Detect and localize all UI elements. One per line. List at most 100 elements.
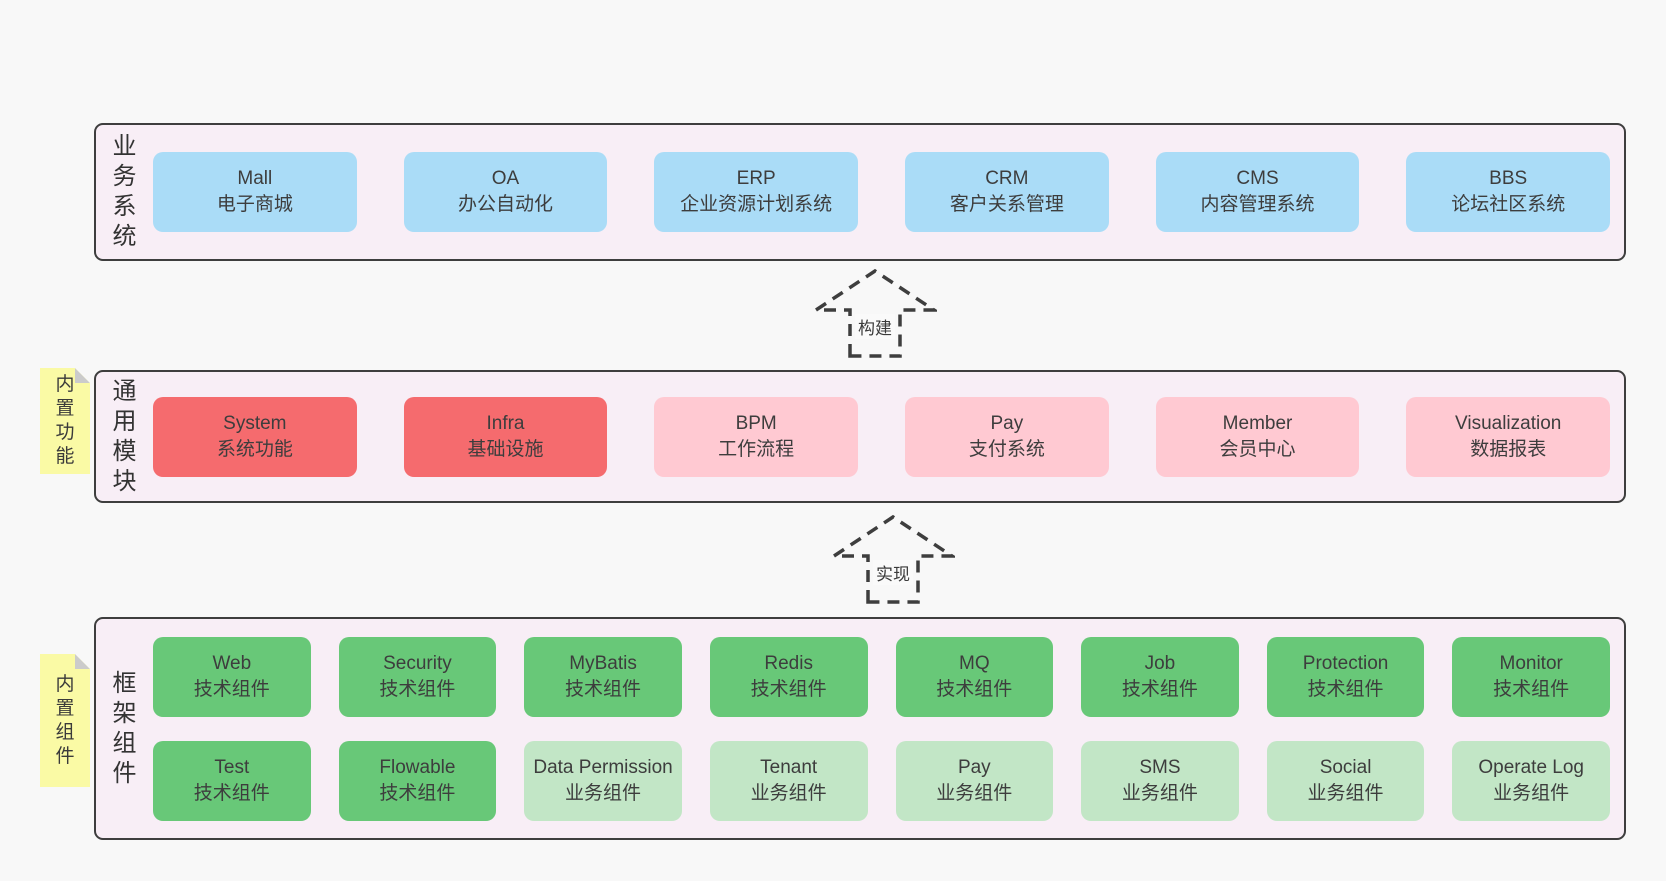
card-title: Monitor (1499, 652, 1563, 674)
card-title: BPM (735, 412, 777, 434)
card-subtitle: 技术组件 (379, 678, 456, 700)
card-title: Visualization (1455, 412, 1562, 434)
card-job: Job 技术组件 (1081, 636, 1239, 717)
card-subtitle: 工作流程 (718, 438, 795, 460)
card-title: Security (383, 652, 452, 674)
card-title: Protection (1302, 652, 1389, 674)
card-subtitle: 企业资源计划系统 (680, 194, 833, 215)
common-modules-panel: 通用模块 System 系统功能 Infra 基础设施 BPM 工作流程 Pay 支付系统 Me… (94, 370, 1626, 503)
card-title: Infra (486, 412, 525, 434)
card-title: SMS (1139, 756, 1181, 778)
framework-components-label: 框架组件 (112, 669, 137, 787)
card-mq: MQ 技术组件 (895, 636, 1054, 717)
card-title: CRM (985, 168, 1029, 189)
sticky-functions-label: 内置功能 (55, 374, 75, 467)
card-subtitle: 业务组件 (565, 782, 642, 804)
business-systems-label: 业务系统 (112, 133, 137, 250)
card-title: MyBatis (569, 652, 637, 674)
dashed-up-arrow-icon (810, 268, 940, 358)
card-title: System (223, 412, 287, 434)
card-title: Redis (764, 652, 813, 674)
card-subtitle: 技术组件 (379, 782, 456, 804)
card-title: Job (1144, 652, 1176, 674)
card-subtitle: 数据报表 (1470, 438, 1547, 460)
card-web: Web 技术组件 (153, 636, 311, 717)
card-bpm: BPM 工作流程 (654, 396, 859, 477)
card-test: Test 技术组件 (153, 740, 311, 821)
card-subtitle: 办公自动化 (458, 194, 554, 215)
card-title: BBS (1489, 168, 1528, 189)
card-subtitle: 基础设施 (467, 438, 544, 460)
card-subtitle: 技术组件 (193, 782, 270, 804)
card-title: OA (491, 168, 520, 189)
card-title: Member (1222, 412, 1293, 434)
card-title: MQ (959, 652, 990, 674)
card-subtitle: 技术组件 (1493, 678, 1570, 700)
card-subtitle: 技术组件 (193, 678, 270, 700)
card-title: Flowable (379, 756, 456, 778)
card-subtitle: 内容管理系统 (1200, 194, 1315, 215)
card-bbs: BBS 论坛社区系统 (1406, 152, 1611, 232)
common-modules-label: 通用模块 (112, 377, 137, 495)
card-protection: Protection 技术组件 (1266, 636, 1425, 717)
card-title: Social (1319, 756, 1372, 778)
card-monitor: Monitor 技术组件 (1452, 636, 1610, 717)
card-title: Operate Log (1478, 756, 1584, 778)
card-title: Data Permission (533, 756, 673, 778)
arrow-implement: 实现 (828, 514, 958, 605)
card-subtitle: 电子商城 (216, 194, 293, 215)
card-subtitle: 会员中心 (1219, 438, 1296, 460)
card-operate-log: Operate Log 业务组件 (1452, 740, 1610, 821)
card-title: ERP (736, 168, 776, 189)
card-redis: Redis 技术组件 (709, 636, 868, 717)
card-flowable: Flowable 技术组件 (338, 740, 497, 821)
card-subtitle: 客户关系管理 (949, 194, 1064, 215)
card-infra: Infra 基础设施 (403, 396, 608, 477)
card-title: Web (212, 652, 252, 674)
card-title: Pay (990, 412, 1024, 434)
card-subtitle: 业务组件 (1121, 782, 1198, 804)
sticky-note-builtin-components: 内置组件 (40, 654, 90, 787)
card-subtitle: 论坛社区系统 (1451, 194, 1566, 215)
card-sms: SMS 业务组件 (1081, 740, 1239, 821)
dashed-up-arrow-icon (828, 514, 958, 604)
card-data-permission: Data Permission 业务组件 (524, 740, 682, 821)
card-visualization: Visualization 数据报表 (1406, 396, 1611, 477)
card-title: Test (214, 756, 250, 778)
card-subtitle: 支付系统 (968, 438, 1045, 460)
modules-cards-area: System 系统功能 Infra 基础设施 BPM 工作流程 Pay 支付系统 Member 会… (153, 372, 1624, 501)
card-subtitle: 技术组件 (565, 678, 642, 700)
card-subtitle: 技术组件 (1307, 678, 1384, 700)
card-subtitle: 技术组件 (750, 678, 827, 700)
card-title: Pay (957, 756, 991, 778)
card-subtitle: 业务组件 (1493, 782, 1570, 804)
card-title: CMS (1236, 168, 1279, 189)
card-title: Tenant (760, 756, 818, 778)
card-crm: CRM 客户关系管理 (905, 152, 1109, 232)
card-subtitle: 技术组件 (1121, 678, 1198, 700)
card-oa: OA 办公自动化 (403, 152, 608, 232)
card-subtitle: 业务组件 (750, 782, 827, 804)
card-system: System 系统功能 (153, 396, 357, 477)
modules-cards-row: System 系统功能 Infra 基础设施 BPM 工作流程 Pay 支付系统 Member 会… (153, 396, 1611, 477)
card-pay: Pay 支付系统 (905, 396, 1109, 477)
sticky-fold-icon (75, 368, 90, 383)
card-member: Member 会员中心 (1155, 396, 1360, 477)
arrow-build: 构建 (810, 268, 940, 359)
card-subtitle: 系统功能 (216, 438, 293, 460)
card-erp: ERP 企业资源计划系统 (654, 152, 859, 232)
arrow-build-label: 构建 (855, 314, 895, 339)
card-subtitle: 技术组件 (936, 678, 1013, 700)
card-tenant: Tenant 业务组件 (709, 740, 868, 821)
